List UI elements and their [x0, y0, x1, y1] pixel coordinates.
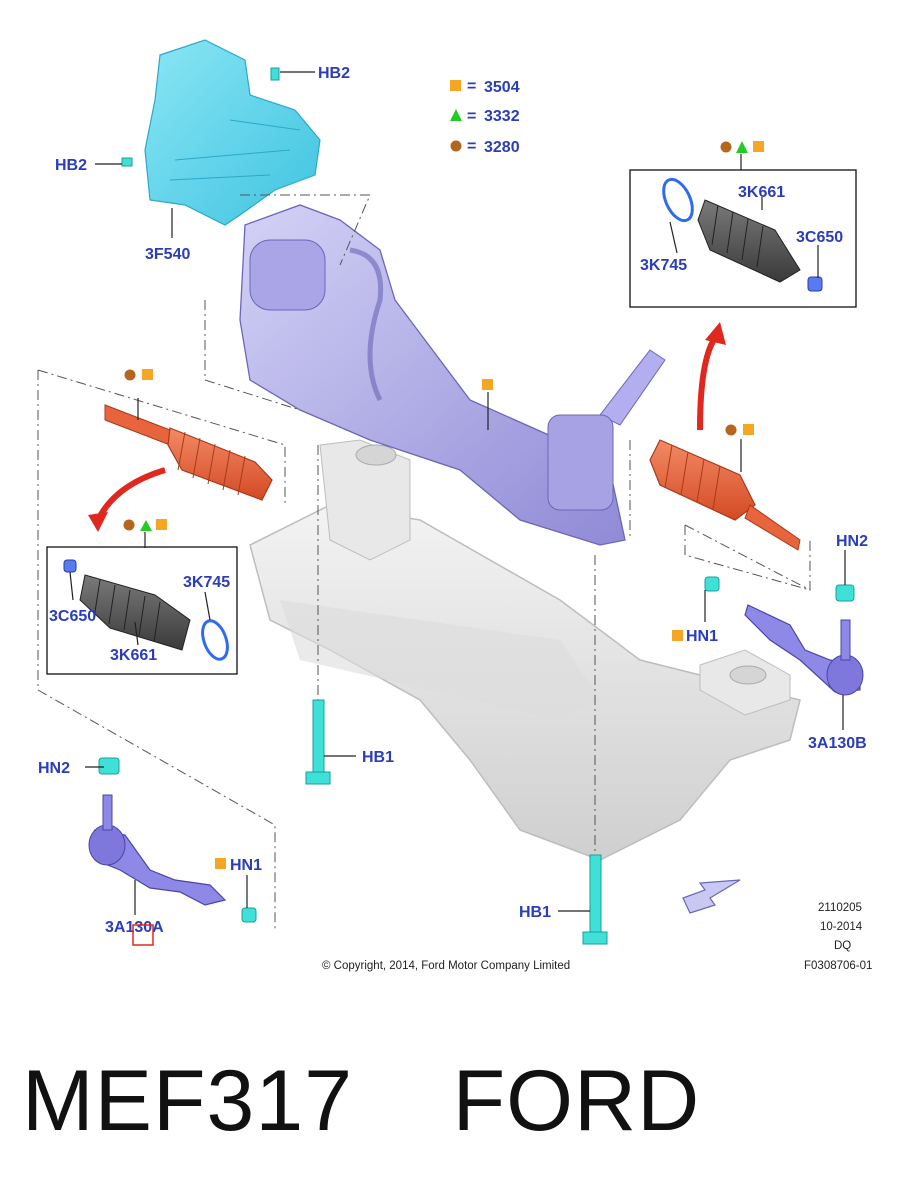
label-kit-right-clamp: 3C650	[796, 229, 843, 246]
legend-triangle-icon	[450, 109, 462, 121]
kit-box-left	[46, 546, 238, 675]
heat-shield	[144, 39, 321, 226]
label-kit-left-clamp: 3C650	[49, 608, 96, 625]
footer-ref: F0308706-01	[804, 960, 872, 972]
label-3a130a: 3A130A	[105, 919, 164, 936]
legend-eq-3: =	[467, 138, 476, 155]
tie-rod-left	[88, 794, 227, 906]
legend-code-2: 3332	[484, 108, 520, 125]
fasteners	[98, 67, 855, 945]
label-3f540: 3F540	[145, 246, 190, 263]
kit-box-right	[629, 169, 857, 308]
part-labels: HB2 HB2 3F540 3K661 3C650 3K745 3K745 3C…	[38, 65, 868, 946]
label-hb1-center: HB1	[362, 749, 394, 766]
label-hn1-left: HN1	[230, 857, 262, 874]
label-hb2-left: HB2	[55, 157, 87, 174]
label-hn1-right: HN1	[686, 628, 718, 645]
view-direction-arrow	[682, 879, 741, 914]
leader-lines	[69, 71, 846, 915]
copyright-text: © Copyright, 2014, Ford Motor Company Li…	[322, 960, 570, 972]
label-kit-right-ring: 3K745	[640, 257, 687, 274]
legend-code-1: 3504	[484, 79, 520, 96]
arrow-to-right-kit	[697, 322, 726, 431]
guide-lines	[37, 194, 811, 930]
footer-code: 2110205	[818, 902, 862, 914]
label-hb2-top: HB2	[318, 65, 350, 82]
legend-circle-icon	[450, 140, 462, 152]
label-kit-left-boot: 3K661	[110, 647, 157, 664]
footer-date: 10-2014	[820, 921, 863, 933]
steering-rack	[239, 204, 666, 546]
legend: = 3504 = 3332 = 3280	[450, 78, 520, 156]
arrow-to-left-kit	[88, 467, 166, 532]
symbol-markers	[123, 141, 764, 869]
product-caption: MEF317 FORD	[22, 1052, 700, 1151]
label-kit-left-ring: 3K745	[183, 574, 230, 591]
brand-name: FORD	[452, 1053, 701, 1149]
footer-initials: DQ	[834, 940, 851, 952]
legend-square-icon	[450, 80, 461, 91]
label-kit-right-boot: 3K661	[738, 184, 785, 201]
legend-code-3: 3280	[484, 139, 520, 156]
legend-eq-1: =	[467, 78, 476, 95]
label-3a130b: 3A130B	[808, 735, 867, 752]
legend-eq-2: =	[467, 108, 476, 125]
tie-rod-right	[744, 604, 864, 696]
label-hn2-left: HN2	[38, 760, 70, 777]
highlight-box	[132, 924, 154, 946]
boot-right-red	[649, 439, 801, 551]
part-number: MEF317	[22, 1053, 354, 1149]
boot-left-red	[104, 404, 273, 501]
label-hn2-right: HN2	[836, 533, 868, 550]
label-hb1-bottom: HB1	[519, 904, 551, 921]
subframe	[249, 439, 801, 861]
